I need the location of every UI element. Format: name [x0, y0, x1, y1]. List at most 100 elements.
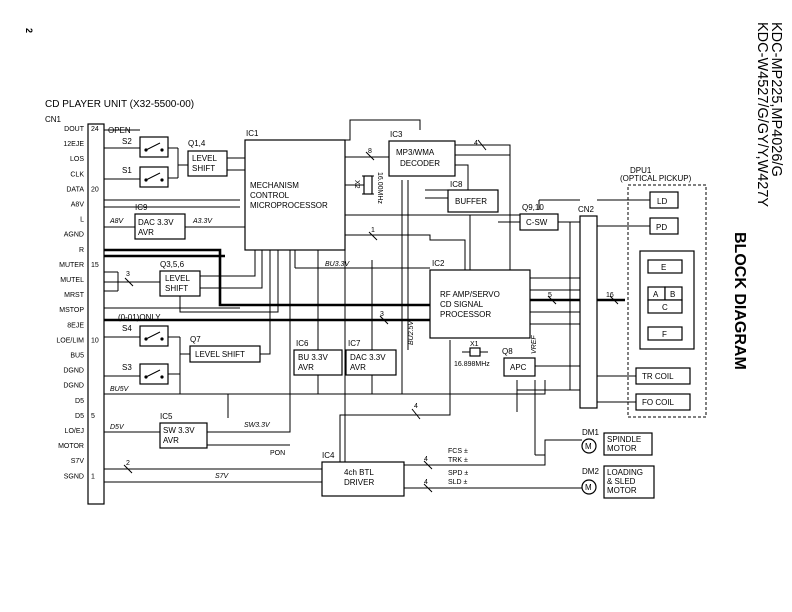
model-line-2: KDC-W4527/G/GY/Y,W427Y [754, 22, 770, 207]
seg-a: A [653, 290, 659, 299]
net-vref: VREF [531, 335, 538, 354]
block-ic6-avr: IC6 BU 3.3V AVR [293, 339, 343, 376]
cn1-pin-label: AGND [64, 232, 84, 239]
net-labels: A8V A3.3V BU3.3V BU2.5V VREF BU5V D5V SW… [109, 218, 538, 486]
ic1-line3: MICROPROCESSOR [250, 201, 328, 210]
bus-mute: 3 [126, 271, 130, 278]
dm2-name2: & SLED [607, 477, 636, 486]
q910-line1: C-SW [526, 218, 548, 227]
cn1-pin-number: 15 [91, 262, 99, 269]
cn2-ref: CN2 [578, 205, 595, 214]
cn1-pin-label: DGND [63, 383, 84, 390]
dm1-symbol: M [585, 442, 592, 451]
switch-s2: OPEN S2 [108, 126, 169, 158]
bus-motor: 2 [126, 460, 130, 467]
ic7-line1: DAC 3.3V [350, 353, 386, 362]
ic5-line2: AVR [163, 436, 179, 445]
ic8-ref: IC8 [450, 180, 463, 189]
block-ic2-rf-amp: IC2 RF AMP/SERVO CD SIGNAL PROCESSOR [429, 259, 531, 339]
q356-line2: SHIFT [165, 284, 188, 293]
bus-ic2-ic1: 1 [371, 227, 375, 234]
ic4-ref: IC4 [322, 451, 335, 460]
cn1-pin-label: DOUT [64, 126, 85, 133]
q8-ref: Q8 [502, 347, 513, 356]
bus-ic3-ic2: 4 [474, 140, 478, 147]
ic5-ref: IC5 [160, 412, 173, 421]
ic2-ref: IC2 [432, 259, 445, 268]
bus-dpu: 16 [606, 292, 614, 299]
model-line-1: KDC-MP225,MP4026/G [768, 22, 784, 177]
switch-s3: S3 [122, 363, 169, 385]
loading-sled-motor: DM2 M LOADING & SLED MOTOR [581, 465, 655, 499]
cn1-pin-number: 5 [91, 413, 95, 420]
s3-label: S3 [122, 363, 132, 372]
dpu-ref: DPU1 [630, 166, 652, 175]
seg-b: B [670, 290, 675, 299]
block-ic8-buffer: IC8 BUFFER [447, 180, 499, 213]
crystal-x1: X1 16.898MHz [454, 341, 490, 368]
cn1-pin-number: 1 [91, 473, 95, 480]
dm2-name3: MOTOR [607, 486, 637, 495]
ic3-ref: IC3 [390, 130, 403, 139]
ic5-line1: SW 3.3V [163, 426, 195, 435]
cn1-pin-label: S7V [71, 458, 85, 465]
cn1-ref: CN1 [45, 115, 62, 124]
cn1-pin-label: CLK [70, 171, 84, 178]
q7-ref: Q7 [190, 335, 201, 344]
open-label: OPEN [108, 126, 131, 135]
bus-width-labels: 8 4 1 3 3 5 16 4 2 4 4 [126, 140, 614, 486]
bus-cn2-dpu: 5 [548, 292, 552, 299]
cn1-pin-label: BU5 [70, 353, 84, 360]
block-ic3-decoder: IC3 MP3/WMA DECODER [388, 130, 456, 177]
ic9-line2: AVR [138, 228, 154, 237]
cn1-pin-label: L [80, 217, 84, 224]
cn1-pin-label: MOTOR [58, 443, 84, 450]
net-trk: TRK ± [448, 457, 468, 464]
dm2-name1: LOADING [607, 468, 643, 477]
ld-label: LD [657, 197, 667, 206]
q14-line1: LEVEL [192, 154, 217, 163]
ic6-line2: AVR [298, 363, 314, 372]
net-bu25v: BU2.5V [408, 320, 415, 345]
unit-title: CD PLAYER UNIT (X32-5500-00) [45, 99, 194, 110]
block-q9-10-c-sw: Q9,10 C-SW [519, 203, 559, 231]
bus-ic4-out2: 4 [424, 479, 428, 486]
x1-freq: 16.898MHz [454, 361, 490, 368]
cn1-pin-label: LOE/LIM [56, 337, 84, 344]
ic2-line2: CD SIGNAL [440, 300, 484, 309]
net-s7v: S7V [215, 473, 230, 480]
net-bu33v: BU3.3V [325, 261, 350, 268]
ic9-line1: DAC 3.3V [138, 218, 174, 227]
cn1-pin-label: LOS [70, 156, 84, 163]
q356-line1: LEVEL [165, 274, 190, 283]
optical-pickup: DPU1 (OPTICAL PICKUP) LD PD E A B C F TR… [620, 166, 707, 418]
net-sld: SLD ± [448, 479, 468, 486]
ic6-ref: IC6 [296, 339, 309, 348]
block-ic7-avr: IC7 DAC 3.3V AVR [345, 339, 397, 376]
ic7-ref: IC7 [348, 339, 361, 348]
s1-label: S1 [122, 166, 132, 175]
dm2-ref: DM2 [582, 467, 599, 476]
wiring [104, 119, 650, 493]
x2-ref: X2 [353, 180, 360, 189]
fo-coil: FO COIL [642, 398, 675, 407]
net-a33v: A3.3V [192, 218, 213, 225]
net-a8v: A8V [109, 218, 125, 225]
cn1-pin-label: D5 [75, 398, 84, 405]
cn1-pin-label: MUTER [59, 262, 84, 269]
ic6-line1: BU 3.3V [298, 353, 328, 362]
dm2-symbol: M [585, 483, 592, 492]
cn1-pin-number: 24 [91, 126, 99, 133]
net-spd: SPD ± [448, 470, 468, 477]
diagram-title: BLOCK DIAGRAM [731, 232, 748, 370]
dm1-name1: SPINDLE [607, 435, 641, 444]
cn1-pin-label: DGND [63, 368, 84, 375]
cn1-pin-label: D5 [75, 413, 84, 420]
block-q1-4-level-shift: Q1,4 LEVEL SHIFT [187, 139, 228, 177]
dm1-ref: DM1 [582, 428, 599, 437]
block-ic5-avr: IC5 SW 3.3V AVR [159, 412, 208, 449]
bus-ic1-ic3: 8 [368, 148, 372, 155]
ic9-ref: IC9 [135, 203, 148, 212]
block-q8-apc: Q8 APC [502, 347, 536, 377]
